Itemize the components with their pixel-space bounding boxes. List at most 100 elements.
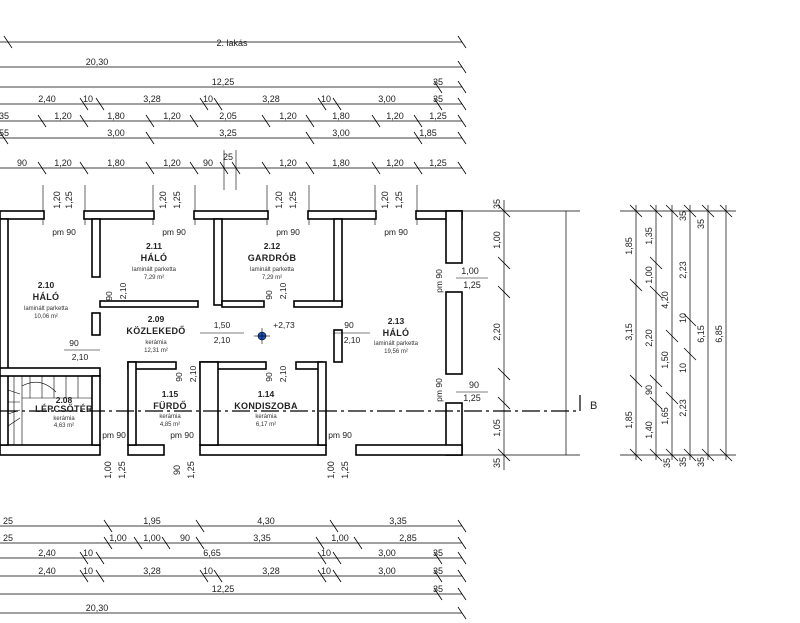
room-number: 2.10 — [38, 280, 55, 290]
dim-right-b2: 3,15 — [624, 323, 634, 341]
win-top-4b: 1,25 — [394, 191, 404, 209]
room-number: 2.12 — [264, 241, 281, 251]
dim-bot-r1-1: 25 — [3, 516, 13, 526]
dim-right-a2: 1,00 — [492, 231, 502, 249]
dim-top-r5-3: 3,25 — [219, 128, 237, 138]
dim-bot-r3-6: 35 — [433, 548, 443, 558]
dim-top-r4-2: 1,20 — [54, 111, 72, 121]
room-area: 12,31 m² — [144, 348, 168, 354]
dim-top-r3-4: 10 — [203, 94, 213, 104]
dim-top-r3-3: 3,28 — [143, 94, 161, 104]
dim-bot-r3-5: 3,00 — [378, 548, 396, 558]
dim-top-r6-2: 1,20 — [54, 158, 72, 168]
dim-bot-r2-6: 1,00 — [331, 533, 349, 543]
win-bot-1a: 1,00 — [103, 461, 113, 479]
room-name: KÖZLEKEDŐ — [126, 325, 185, 336]
win-right-1b: 1,25 — [463, 280, 481, 290]
dim-top-r4-5: 2,05 — [219, 111, 237, 121]
dim-right-f2: 6,15 — [696, 325, 706, 343]
top-dimension-chains: 2. lakás 20,30 12,25 35 2,40 10 3,28 10 … — [0, 35, 467, 190]
door-height: 2,10 — [278, 365, 288, 382]
dim-right-d3: 1,50 — [660, 351, 670, 369]
door-height: 2,10 — [188, 365, 198, 382]
dim-right-e5: 2,23 — [678, 399, 688, 417]
room-number: 2.11 — [146, 241, 162, 251]
dim-bot-r2-1: 25 — [3, 533, 13, 543]
room-1-14: 1.14 KONDISZOBA kerámia 6,17 m² — [234, 389, 297, 428]
dim-top-r5-4: 3,00 — [332, 128, 350, 138]
win-top-4a: 1,20 — [380, 191, 390, 209]
win-bot-3a: 1,00 — [326, 461, 336, 479]
pm-label: pm 90 — [52, 227, 76, 237]
dim-top-r4-8: 1,20 — [386, 111, 404, 121]
dim-top-r4-1: 35 — [0, 111, 9, 121]
win-top-2a: 1,20 — [158, 191, 168, 209]
dim-top-r6-6: 1,20 — [279, 158, 297, 168]
room-2-12: 2.12 GARDRÓB laminált parketta 7,29 m² — [248, 241, 296, 281]
win-bot-1b: 1,25 — [117, 461, 127, 479]
room-name: FÜRDŐ — [153, 400, 187, 411]
dim-right-a3: 2,20 — [492, 323, 502, 341]
dim-bot-r4-8: 35 — [433, 566, 443, 576]
dim-top-r2-a: 12,25 — [212, 77, 235, 87]
dim-bot-r4-4: 10 — [203, 566, 213, 576]
dim-right-a5: 35 — [492, 458, 502, 468]
dim-bot-r3-2: 10 — [83, 548, 93, 558]
dim-top-r6-9: 1,25 — [429, 158, 447, 168]
dim-bot-r5-1: 12,25 — [212, 584, 235, 594]
pm-label: pm 90 — [384, 227, 408, 237]
dim-bot-r2-4: 90 — [180, 533, 190, 543]
dim-top-r3-6: 10 — [321, 94, 331, 104]
dim-right-g1: 6,85 — [714, 325, 724, 343]
room-name: HÁLÓ — [33, 291, 60, 302]
room-2-08: 2.08 LÉPCSŐTÉR kerámia 4,63 m² — [35, 395, 93, 429]
top-window-dims: 1,20 1,25 1,20 1,25 1,20 1,25 1,20 1,25 — [42, 185, 418, 225]
door-width: 90 — [344, 320, 354, 330]
dim-right-a4: 1,05 — [492, 419, 502, 437]
dim-top-r3-5: 3,28 — [262, 94, 280, 104]
dim-right-c1: 1,35 — [644, 227, 654, 245]
room-floor: laminált parketta — [374, 341, 419, 347]
dim-bot-r4-2: 10 — [83, 566, 93, 576]
unit-label: 2. lakás — [216, 38, 248, 48]
room-2-13: 2.13 HÁLÓ laminált parketta 19,56 m² — [374, 316, 419, 355]
win-bot-2b: 1,25 — [186, 461, 196, 479]
door-height: 2,10 — [278, 282, 288, 299]
door-width: 90 — [264, 372, 274, 382]
room-2-10: 2.10 HÁLÓ laminált parketta 10,06 m² — [24, 280, 69, 320]
dim-bot-r2-5: 3,35 — [253, 533, 271, 543]
dim-bot-total: 20,30 — [86, 603, 109, 613]
win-right-2a: 90 — [469, 380, 479, 390]
room-number: 1.14 — [258, 389, 275, 399]
dim-right-c3: 2,20 — [644, 329, 654, 347]
dim-bot-r4-5: 3,28 — [262, 566, 280, 576]
room-floor: kerámia — [145, 340, 167, 346]
pm-label: pm 90 — [170, 430, 194, 440]
door-width: 90 — [69, 338, 79, 348]
win-top-3b: 1,25 — [288, 191, 298, 209]
room-1-15: 1.15 FÜRDŐ kerámia 4,85 m² — [153, 389, 187, 428]
dim-top-total: 20,30 — [86, 57, 109, 67]
dim-bot-r4-3: 3,28 — [143, 566, 161, 576]
room-area: 19,56 m² — [384, 349, 408, 355]
dim-bot-r4-7: 3,00 — [378, 566, 396, 576]
opening-labels: pm 90 pm 90 pm 90 pm 90 pm 90 pm 90 pm 9… — [52, 227, 488, 479]
room-name: LÉPCSŐTÉR — [35, 403, 93, 414]
door-height: 2,10 — [118, 282, 128, 299]
level-mark: +2,73 — [273, 320, 295, 330]
dim-right-e6: 35 — [678, 457, 688, 467]
dim-right-e4: 10 — [678, 363, 688, 373]
room-number: 2.08 — [56, 395, 73, 405]
dim-top-r3-2: 10 — [83, 94, 93, 104]
dim-top-r4-7: 1,80 — [332, 111, 350, 121]
dim-bot-r1-2: 1,95 — [143, 516, 161, 526]
door-width: 90 — [104, 291, 114, 301]
dim-top-r4-4: 1,20 — [163, 111, 181, 121]
room-name: HÁLÓ — [141, 252, 168, 263]
bottom-dimension-chains: 25 1,95 4,30 3,35 25 1,00 1,00 90 3,35 1… — [0, 516, 467, 620]
room-floor: laminált parketta — [250, 267, 295, 273]
dim-top-r3-1: 2,40 — [38, 94, 56, 104]
pm-label: pm 90 — [434, 378, 444, 402]
dim-top-r6-7: 1,80 — [332, 158, 350, 168]
room-floor: laminált parketta — [24, 306, 69, 312]
